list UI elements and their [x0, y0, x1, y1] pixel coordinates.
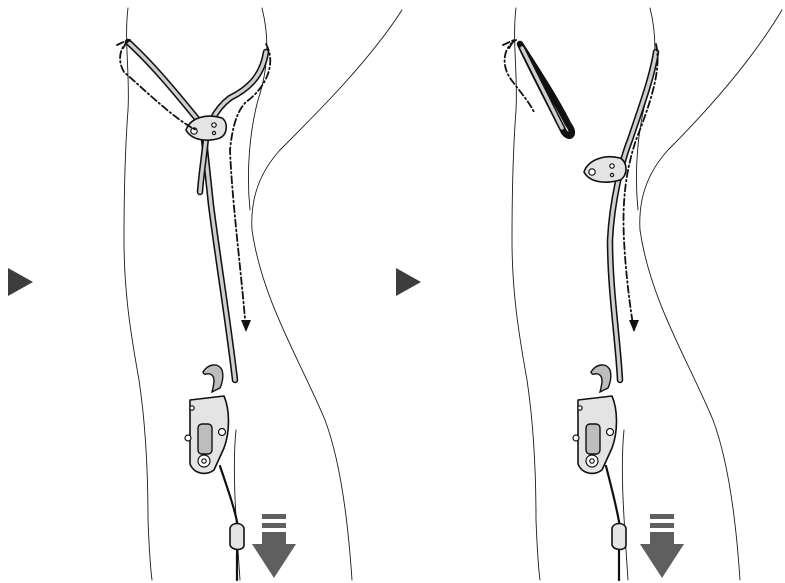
pull-arrow-bar-2 [650, 523, 674, 528]
leg-outline [124, 8, 402, 580]
shin-line [622, 430, 628, 580]
play-arrow-icon [396, 268, 421, 296]
pull-arrow-shaft [650, 532, 674, 544]
strap-adjuster-buckle [186, 116, 226, 140]
climbing-rope [220, 466, 244, 580]
play-arrow-icon [8, 268, 33, 296]
climbing-rope [606, 466, 626, 580]
down-arrow-icon [252, 544, 296, 578]
pull-arrow [252, 514, 296, 578]
back-leg-line [640, 10, 782, 580]
panel-2 [396, 8, 782, 580]
foot-loop-strap [520, 44, 656, 380]
foot-ascender [573, 365, 617, 473]
pull-arrow-bar-2 [262, 523, 286, 528]
pull-arrow [640, 514, 684, 578]
down-arrow-icon [640, 544, 684, 578]
strap-adjuster-buckle [584, 157, 626, 182]
pull-arrow-bar-1 [262, 514, 286, 519]
back-leg-line [252, 10, 402, 580]
thigh-rear-line [248, 8, 267, 210]
foot-ascender [185, 365, 229, 473]
pull-arrow-bar-1 [650, 514, 674, 519]
thigh-front-line [512, 8, 540, 580]
pull-arrow-shaft [262, 532, 286, 544]
threading-trace [503, 40, 658, 332]
panel-1 [8, 8, 402, 580]
